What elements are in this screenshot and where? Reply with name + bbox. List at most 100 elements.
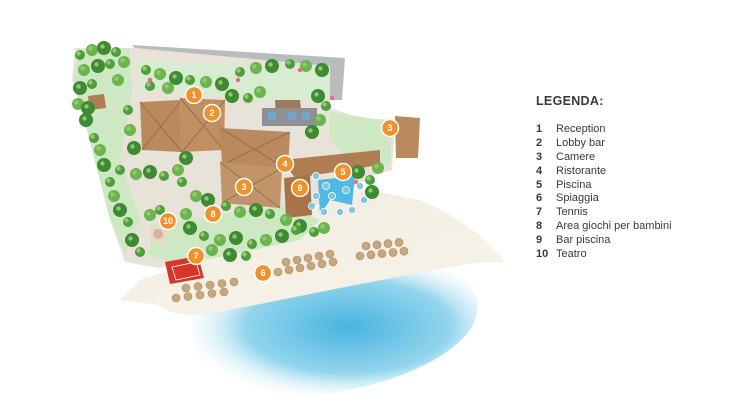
beach-umbrella bbox=[388, 248, 398, 257]
legend-number: 4 bbox=[536, 164, 543, 177]
flower bbox=[297, 67, 303, 73]
tree bbox=[318, 222, 330, 234]
marker-reception[interactable]: 1 bbox=[184, 85, 204, 105]
tree bbox=[97, 41, 111, 55]
beach-umbrella bbox=[284, 265, 294, 275]
legend-item: 8 Area giochi per bambini bbox=[536, 219, 736, 233]
beach-umbrella bbox=[195, 290, 205, 300]
tree bbox=[124, 124, 136, 136]
boundary-wall bbox=[132, 45, 345, 100]
tree bbox=[180, 208, 192, 220]
tree bbox=[143, 165, 157, 179]
tree bbox=[113, 203, 127, 217]
legend-number: 9 bbox=[536, 234, 543, 247]
beach-umbrella bbox=[306, 261, 316, 271]
tree bbox=[221, 201, 231, 211]
marker-kids-area[interactable]: 8 bbox=[203, 204, 223, 224]
legend-label: Area giochi per bambini bbox=[556, 220, 672, 233]
beach-umbrella bbox=[328, 257, 338, 267]
beach-umbrella bbox=[366, 250, 376, 260]
tree bbox=[91, 59, 105, 73]
tree bbox=[265, 59, 279, 73]
legend-number: 8 bbox=[536, 220, 543, 233]
tree bbox=[351, 165, 365, 179]
marker-label: 5 bbox=[340, 167, 345, 177]
beach-umbrella bbox=[372, 240, 382, 250]
grass-top bbox=[135, 60, 330, 100]
tree bbox=[86, 44, 98, 56]
beach-umbrella bbox=[325, 249, 335, 259]
tree bbox=[141, 65, 151, 75]
tree bbox=[225, 89, 239, 103]
restaurant-building bbox=[282, 150, 380, 178]
pool-umbrella bbox=[359, 195, 368, 204]
tree bbox=[123, 105, 133, 115]
tree bbox=[94, 144, 106, 156]
tree bbox=[365, 185, 379, 199]
beach-umbrella bbox=[183, 292, 193, 301]
pool-umbrella bbox=[307, 201, 316, 210]
tree bbox=[305, 125, 319, 139]
tree bbox=[223, 248, 237, 262]
rooms-building-right bbox=[395, 116, 420, 158]
marker-restaurant[interactable]: 4 bbox=[275, 154, 295, 174]
pool-umbrella bbox=[311, 171, 320, 180]
trees bbox=[72, 41, 384, 262]
legend-number: 6 bbox=[536, 192, 543, 205]
tree bbox=[214, 234, 226, 246]
marker-tennis[interactable]: 7 bbox=[186, 246, 206, 266]
pool-umbrella bbox=[311, 191, 320, 200]
tree bbox=[154, 68, 166, 80]
beach-umbrella bbox=[399, 246, 409, 256]
tree bbox=[135, 247, 145, 257]
tree bbox=[215, 77, 229, 91]
tree bbox=[321, 101, 331, 111]
marker-pool[interactable]: 5 bbox=[333, 162, 353, 182]
marker-label: 6 bbox=[260, 268, 265, 278]
tree bbox=[190, 190, 202, 202]
legend-label: Reception bbox=[556, 123, 606, 135]
beach-umbrella bbox=[394, 238, 404, 247]
beach-umbrella bbox=[171, 293, 181, 303]
flower bbox=[329, 95, 335, 101]
tree bbox=[144, 209, 156, 221]
tree bbox=[241, 251, 251, 261]
marker-pool-bar[interactable]: 9 bbox=[290, 178, 310, 198]
tree bbox=[177, 177, 187, 187]
pool-umbrella bbox=[341, 185, 350, 194]
tree bbox=[123, 217, 133, 227]
tree bbox=[265, 209, 275, 219]
legend-label: Tennis bbox=[556, 206, 588, 219]
pool-umbrella bbox=[335, 207, 344, 216]
legend-number: 7 bbox=[536, 206, 543, 219]
tree bbox=[81, 101, 95, 115]
beach-umbrella bbox=[361, 241, 371, 251]
tree bbox=[260, 234, 272, 246]
tree bbox=[372, 162, 384, 174]
tree bbox=[315, 63, 329, 77]
pool-umbrella bbox=[319, 207, 328, 216]
beach-umbrella bbox=[217, 279, 227, 288]
beach-umbrella bbox=[181, 283, 191, 293]
tree bbox=[183, 221, 197, 235]
beach-umbrella bbox=[355, 251, 365, 261]
tree bbox=[309, 227, 319, 237]
legend-number: 2 bbox=[536, 136, 543, 149]
marker-lobby-bar[interactable]: 2 bbox=[202, 103, 222, 123]
marker-theatre[interactable]: 10 bbox=[158, 211, 178, 231]
tree bbox=[275, 229, 289, 243]
beach-umbrella bbox=[303, 253, 313, 263]
marker-rooms-right[interactable]: 3 bbox=[380, 118, 400, 138]
marker-rooms-center[interactable]: 3 bbox=[234, 177, 254, 197]
tree bbox=[199, 231, 209, 241]
tree bbox=[118, 56, 130, 68]
marker-beach[interactable]: 6 bbox=[253, 263, 273, 283]
legend-number: 5 bbox=[536, 178, 543, 191]
